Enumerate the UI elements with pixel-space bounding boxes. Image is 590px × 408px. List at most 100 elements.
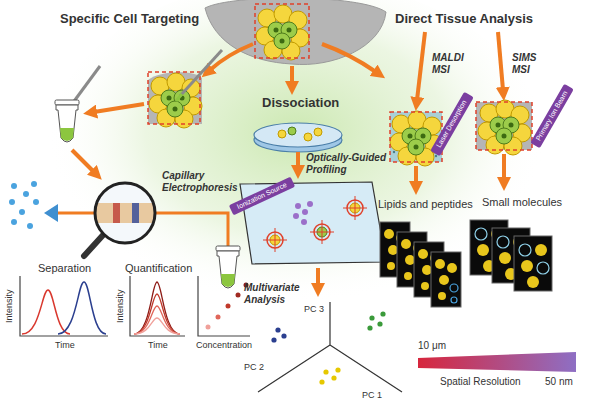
flow-arrow	[72, 104, 144, 172]
pca-plot	[335, 367, 340, 372]
electrospray	[33, 199, 39, 205]
electrospray	[23, 191, 29, 197]
electrospray	[27, 223, 33, 229]
pipette	[68, 50, 222, 110]
electrospray	[9, 199, 15, 205]
pca-plot	[258, 302, 402, 392]
scale-label: Spatial Resolution	[440, 376, 521, 388]
petri-dish	[278, 130, 286, 138]
technique-label: Optically-Guided Profiling	[306, 152, 390, 175]
axis-label: PC 2	[244, 362, 264, 372]
pca-plot	[380, 311, 385, 316]
flow-arrow	[72, 150, 94, 172]
electrospray	[44, 204, 58, 222]
output-label: Lipids and peptides	[378, 198, 473, 211]
pipette	[176, 94, 182, 101]
pca-plot	[331, 375, 336, 380]
ms-image	[519, 244, 549, 288]
axis-label: PC 3	[304, 304, 324, 314]
flow-arrow	[316, 268, 320, 286]
maldi-sample	[390, 111, 443, 166]
magnifier	[113, 203, 120, 223]
pca-plot	[281, 333, 286, 338]
magnifier	[84, 234, 104, 256]
pca-plot	[367, 325, 372, 330]
capillary	[154, 213, 228, 250]
target-region	[148, 72, 200, 124]
beam-label: Laser Desorption	[435, 99, 469, 149]
flow-arrow	[502, 154, 506, 180]
maldi-sample	[390, 111, 443, 166]
ms-image	[431, 252, 461, 307]
ion-plume	[301, 219, 307, 225]
electrospray	[19, 209, 25, 215]
axis-label: Concentration	[196, 340, 252, 350]
quantification-plot	[130, 276, 250, 336]
pca-plot	[271, 337, 276, 342]
maldi-sample	[435, 155, 437, 157]
separation-plot	[20, 276, 108, 336]
targeted-cell	[263, 228, 287, 252]
maldi-sample	[390, 112, 442, 162]
beam-label: Ionization Source	[236, 181, 288, 211]
stage-heading: Specific Cell Targeting	[60, 12, 199, 27]
pca-plot	[369, 315, 374, 320]
flow-arrow	[322, 44, 376, 72]
flow-arrow	[296, 152, 300, 168]
stage-heading: Direct Tissue Analysis	[395, 12, 533, 27]
electrospray	[31, 181, 37, 187]
quantification-plot	[134, 306, 180, 334]
scale-label: 10 μm	[418, 340, 446, 352]
magnifier	[96, 203, 154, 223]
sims-sample	[478, 100, 531, 155]
tissue-section	[255, 4, 309, 58]
technique-label: SIMS MSI	[512, 52, 544, 75]
pca-plot	[323, 369, 328, 374]
flow-arrow	[416, 154, 504, 184]
technique-label: MALDI MSI	[432, 52, 468, 75]
quantification-plot	[226, 304, 231, 309]
quantification-plot	[134, 318, 180, 334]
flow-arrow	[414, 166, 418, 184]
quantification-plot	[134, 282, 180, 334]
petri-dish	[254, 123, 342, 152]
axis-label: Intensity	[115, 289, 125, 323]
petri-dish	[304, 133, 312, 141]
quantification-plot	[206, 325, 211, 330]
flow-arrow	[417, 32, 503, 100]
separation-plot	[58, 282, 106, 334]
plot-title: Quantification	[125, 262, 192, 275]
stage-heading: Dissociation	[262, 96, 339, 111]
ms-image	[435, 259, 458, 303]
ion-beam-bar	[530, 84, 574, 148]
quantification-plot	[216, 315, 221, 320]
electrospray	[11, 183, 17, 189]
targeted-cell	[310, 220, 334, 244]
ion-plume	[293, 201, 313, 225]
pca-plot	[319, 379, 324, 384]
flow-arrow	[498, 32, 503, 90]
axis-label: Intensity	[4, 289, 14, 323]
separation-plot	[20, 276, 108, 336]
pca-plot	[258, 302, 402, 392]
flow-arrow	[417, 32, 425, 100]
maldi-sample	[393, 151, 395, 153]
magnifier	[95, 183, 155, 243]
quantification-plot	[236, 293, 241, 298]
beam-label: Primary Ion Beam	[535, 90, 570, 143]
flow-arrow	[94, 104, 144, 112]
quantification-plot	[198, 276, 250, 336]
flow-arrow	[210, 44, 376, 84]
sims-sample	[476, 100, 532, 155]
pipette	[72, 66, 100, 104]
ms-image	[380, 220, 552, 307]
axis-label: PC 1	[362, 390, 382, 400]
quantification-plot	[134, 294, 180, 334]
laser-bar	[430, 92, 474, 156]
sample-tube	[216, 246, 240, 288]
resolution-bar	[418, 352, 576, 372]
magnifier	[95, 183, 155, 243]
sims-sample	[476, 102, 532, 150]
ion-plume	[307, 201, 313, 207]
